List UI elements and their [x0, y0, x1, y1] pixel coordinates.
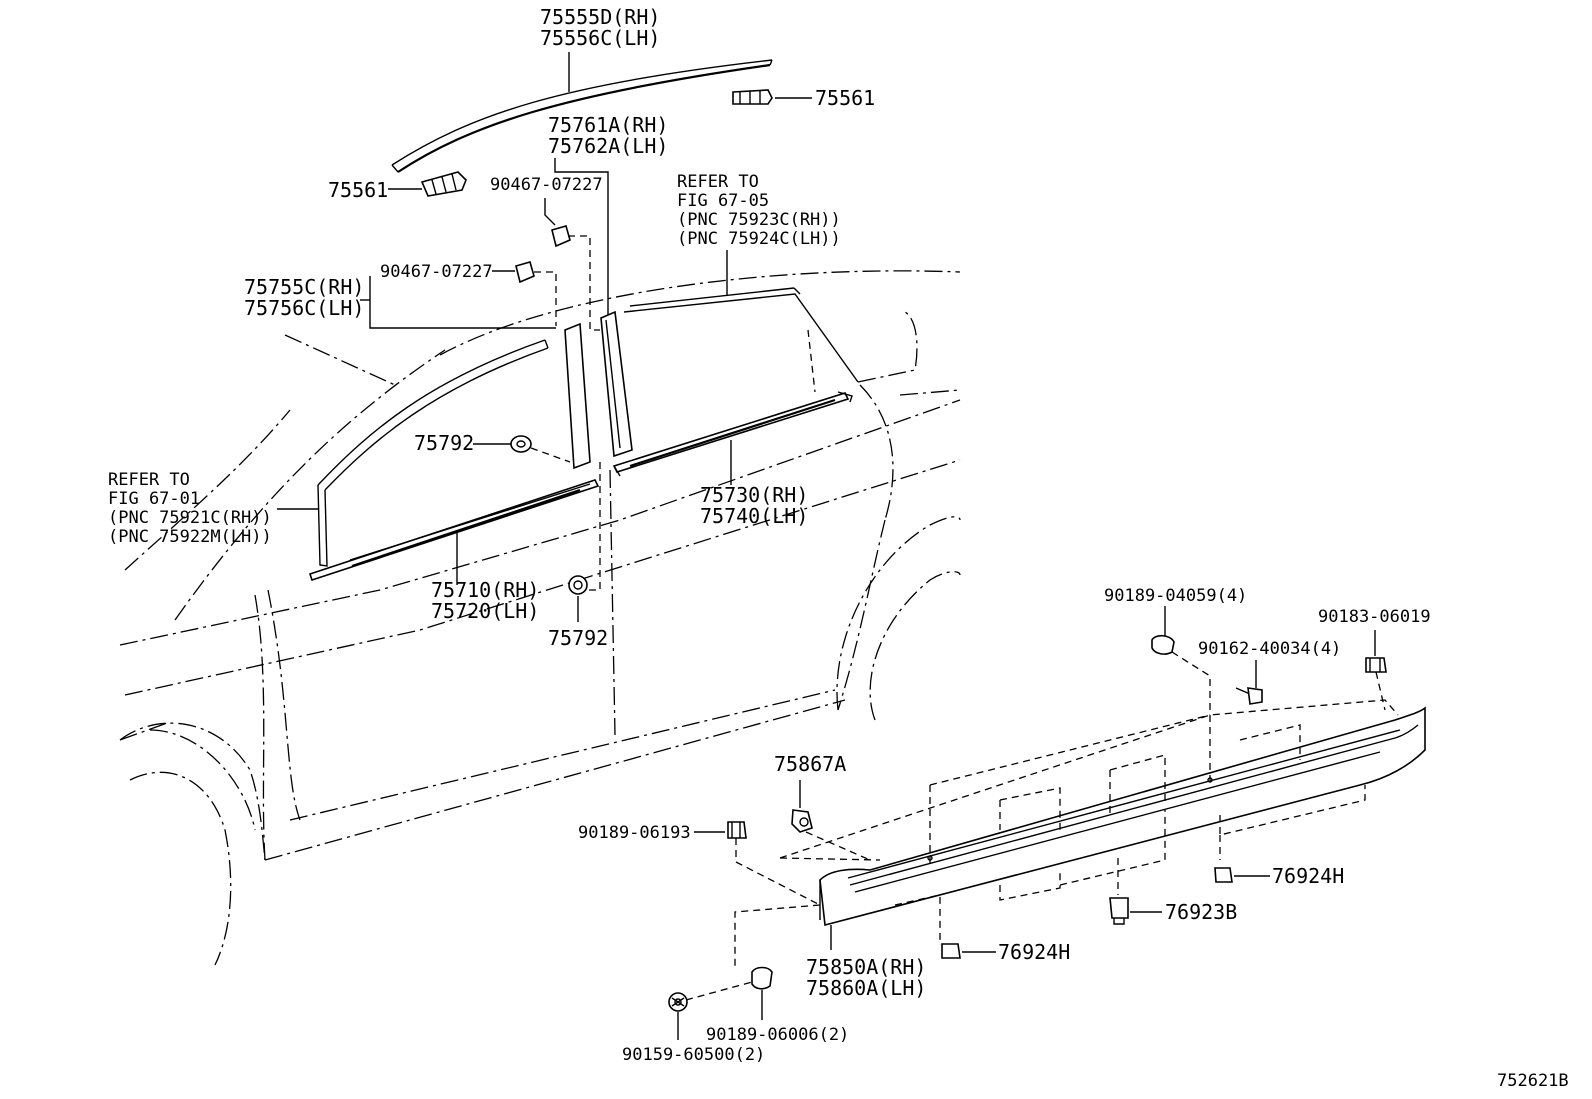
- belt-front-label-rh: 75710(RH): [431, 578, 539, 602]
- clip-76924H-right-label: 76924H: [1272, 864, 1344, 888]
- roof-molding: [391, 52, 773, 173]
- front-door-glass-run: [317, 339, 549, 567]
- rear-belt-molding: [612, 391, 853, 477]
- rocker-panel-molding: [819, 706, 1426, 927]
- belt-rear-label-rh: 75730(RH): [700, 483, 808, 507]
- pillar-rear-garnish: [600, 310, 633, 458]
- rocker-label-lh: 75860A(LH): [806, 976, 926, 1000]
- clip-76923B: [1109, 897, 1129, 925]
- clip-75792-lower-label: 75792: [548, 626, 608, 650]
- clip-76923B-label: 76923B: [1165, 900, 1237, 924]
- screw-lower: [515, 261, 535, 284]
- clip-75561-left: [388, 171, 467, 197]
- rocker-label-rh: 75850A(RH): [806, 955, 926, 979]
- rear-door-glass-channel: [623, 287, 859, 393]
- clip-75561-left-label: 75561: [328, 178, 388, 202]
- clip-75867A-label: 75867A: [774, 752, 846, 776]
- clip-76924H-bottom: [941, 943, 961, 959]
- screw-90162-40034-label: 90162-40034(4): [1198, 639, 1341, 659]
- pillar-front-label-lh: 75756C(LH): [244, 296, 364, 320]
- clip-90189-06193-label: 90189-06193: [578, 823, 691, 843]
- clip-75867A: [791, 809, 813, 833]
- pillar-front-garnish: [564, 322, 591, 470]
- nut-90183-06019-label: 90183-06019: [1318, 607, 1431, 627]
- refer-67-05-line3: (PNC 75923C(RH)): [677, 210, 841, 230]
- pillar-rear-label-rh: 75761A(RH): [548, 113, 668, 137]
- roof-molding-label-rh: 75555D(RH): [540, 5, 660, 29]
- bolt-90159-60500: [668, 992, 688, 1012]
- screw-lower-label: 90467-07227: [380, 262, 493, 282]
- clip-75792-upper: [510, 435, 532, 453]
- clip-75561-right: [732, 89, 812, 105]
- refer-67-01-line4: (PNC 75922M(LH)): [108, 527, 272, 547]
- refer-67-01-line1: REFER TO: [108, 470, 190, 490]
- clip-75792-upper-label: 75792: [414, 431, 474, 455]
- refer-67-05-line4: (PNC 75924C(LH)): [677, 229, 841, 249]
- clip-75792-lower: [568, 575, 588, 595]
- car-body-outline: [119, 270, 961, 966]
- nut-90183-06019: [1365, 657, 1387, 673]
- pillar-rear-label-lh: 75762A(LH): [548, 134, 668, 158]
- belt-front-label-lh: 75720(LH): [431, 599, 539, 623]
- refer-67-05-line2: FIG 67-05: [677, 191, 769, 211]
- clip-90189-06193: [727, 821, 747, 839]
- bolt-90159-60500-label: 90159-60500(2): [622, 1045, 765, 1065]
- belt-rear-label-lh: 75740(LH): [700, 504, 808, 528]
- figure-id: 752621B: [1497, 1071, 1569, 1091]
- clip-75561-right-label: 75561: [815, 86, 875, 110]
- refer-67-01-line3: (PNC 75921C(RH)): [108, 508, 272, 528]
- bolt-90189-04059-label: 90189-04059(4): [1104, 586, 1247, 606]
- roof-molding-label-lh: 75556C(LH): [540, 26, 660, 50]
- screw-upper: [551, 225, 571, 248]
- refer-67-05-line1: REFER TO: [677, 172, 759, 192]
- clip-90189-06006: [751, 966, 773, 990]
- pillar-front-label-rh: 75755C(RH): [244, 275, 364, 299]
- rocker-clip-grid: [779, 699, 1399, 945]
- refer-67-01-line2: FIG 67-01: [108, 489, 200, 509]
- screw-upper-label: 90467-07227: [490, 175, 603, 195]
- clip-90189-04059: [1151, 634, 1175, 655]
- clip-76924H-right: [1214, 867, 1233, 883]
- screw-90162-40034: [1235, 687, 1263, 705]
- clip-90189-06006-label: 90189-06006(2): [706, 1025, 849, 1045]
- front-belt-molding: [308, 479, 600, 582]
- clip-76924H-bottom-label: 76924H: [998, 940, 1070, 964]
